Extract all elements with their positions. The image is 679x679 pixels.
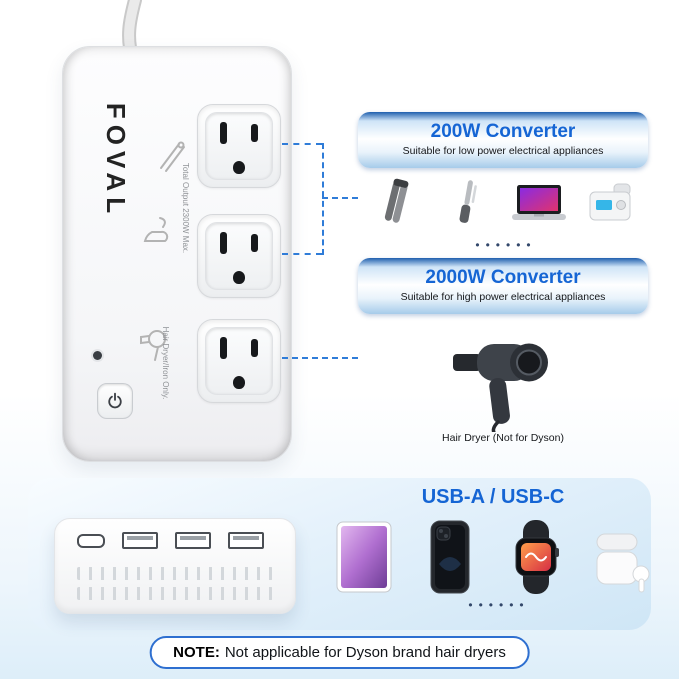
usb-c-port-icon [77,533,105,548]
note-box: NOTE:Not applicable for Dyson brand hair… [149,636,530,669]
curling-iron-image [434,176,500,234]
usb-hub-image [54,518,296,614]
power-icon [108,392,122,409]
outlet-slot-icon [220,122,227,144]
indicator-led [93,351,102,360]
laptop-image [506,176,572,234]
outlet-slot-icon [220,232,227,254]
power-strip-device: FOVAL Total Output 2300W Max. Hair Dryer… [62,46,292,462]
outlet-slot-icon [220,337,227,359]
outlet-slot-icon [251,124,258,142]
low-power-title: 200W Converter [430,121,576,142]
iphone-image [414,518,486,596]
cpap-machine-image [578,176,644,234]
high-power-title: 2000W Converter [425,267,581,288]
ipad-image [328,518,400,596]
hairdryer-engraving-icon [140,330,166,361]
usb-a-port-icon [228,532,264,549]
low-power-panel: 200W Converter Suitable for low power el… [358,112,648,252]
hair-dryer-caption: Hair Dryer (Not for Dyson) [442,432,564,444]
low-power-subtitle: Suitable for low power electrical applia… [402,145,604,157]
usb-section: USB-A / USB-C [28,478,651,630]
brand-logo: FOVAL [101,102,131,220]
dots-low: •••••• [475,238,537,252]
power-button [97,383,133,419]
outlet-ground-hole-icon [233,161,245,174]
callout-dashed-line [282,143,322,145]
airpods-image [586,518,658,596]
hair-dryer-image [443,320,563,437]
outlet-ground-hole-icon [233,271,245,284]
callout-dashed-line [322,197,358,199]
low-power-banner: 200W Converter Suitable for low power el… [358,112,648,168]
usb-title: USB-A / USB-C [421,486,565,508]
high-power-panel: 2000W Converter Suitable for high power … [358,258,648,444]
outlet-slot-icon [251,234,258,252]
usb-items [328,518,658,596]
outlet-ground-hole-icon [233,376,245,389]
callout-dashed-line [282,253,322,255]
ac-outlet-1 [197,104,281,188]
callout-dashed-line [282,357,358,359]
usb-ports [77,532,264,549]
low-power-items [358,168,648,234]
dots-usb: •••••• [468,598,530,612]
high-power-subtitle: Suitable for high power electrical appli… [400,291,606,303]
outlet-slot-icon [251,339,258,357]
usb-a-port-icon [122,532,158,549]
note-label: NOTE: [173,644,220,661]
straightener-engraving-icon [160,141,185,172]
apple-watch-image [500,518,572,596]
total-output-label: Total Output 2300W Max. [181,162,190,254]
vent-slots [77,587,273,600]
ac-outlet-2 [197,214,281,298]
vent-slots [77,567,273,580]
usb-a-port-icon [175,532,211,549]
iron-engraving-icon [143,217,169,242]
high-power-banner: 2000W Converter Suitable for high power … [358,258,648,314]
ac-outlet-3 [197,319,281,403]
callout-dashed-line [322,143,324,255]
hair-straightener-image [362,176,428,234]
note-text: Not applicable for Dyson brand hair drye… [224,644,506,661]
hair-dryer-only-label: Hair Dryer/Iron Only. [161,326,170,400]
